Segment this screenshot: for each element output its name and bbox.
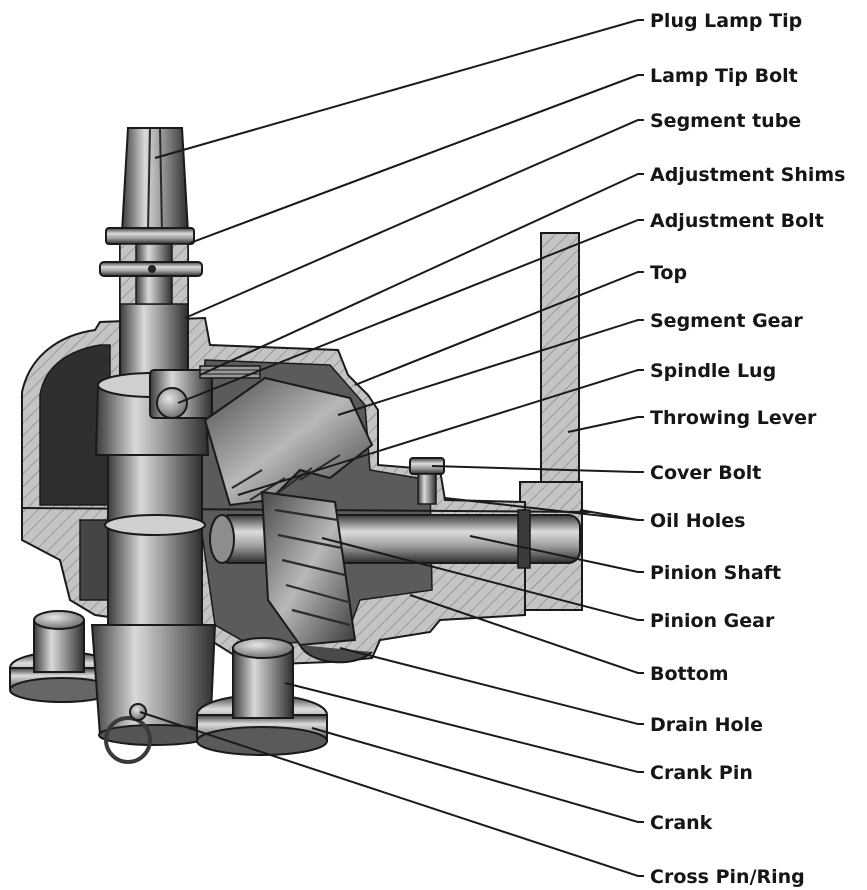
leader-line-crank (311, 727, 644, 823)
leader-lines (139, 19, 644, 877)
label-plug-lamp-tip: Plug Lamp Tip (650, 10, 802, 32)
leader-line-pinion-shaft (469, 535, 644, 573)
leader-line-oil-holes-2 (579, 509, 644, 521)
label-segment-gear: Segment Gear (650, 310, 803, 332)
label-lamp-tip-bolt: Lamp Tip Bolt (650, 65, 798, 87)
leader-line-segment-gear (337, 319, 644, 416)
label-pinion-shaft: Pinion Shaft (650, 562, 781, 584)
leader-line-lamp-tip-bolt (189, 74, 644, 244)
segment-gear-shape (203, 376, 374, 507)
drain-hole-shape (299, 644, 373, 664)
label-segment-tube: Segment tube (650, 110, 801, 132)
label-cover-bolt: Cover Bolt (650, 462, 761, 484)
leader-line-adjustment-shims (199, 173, 644, 376)
label-top: Top (650, 262, 687, 284)
label-crank: Crank (650, 812, 713, 834)
adjustment-bolt-head (156, 387, 188, 419)
label-oil-holes: Oil Holes (650, 510, 745, 532)
leader-line-cover-bolt (431, 465, 644, 473)
label-spindle-lug: Spindle Lug (650, 360, 776, 382)
label-adjustment-shims: Adjustment Shims (650, 164, 845, 186)
leader-line-spindle-lug (237, 369, 644, 496)
leader-line-bottom (409, 594, 644, 674)
label-crank-pin: Crank Pin (650, 762, 753, 784)
lamp-tip-collar (105, 227, 195, 245)
label-pinion-gear: Pinion Gear (650, 610, 775, 632)
leader-line-drain-hole (339, 647, 644, 725)
label-bottom: Bottom (650, 663, 729, 685)
plug-lamp-tip-shape (120, 127, 190, 233)
label-adjustment-bolt: Adjustment Bolt (650, 210, 824, 232)
label-drain-hole: Drain Hole (650, 714, 763, 736)
adjustment-shims-stack (199, 365, 261, 379)
mechanism-illustration (9, 127, 591, 764)
leader-line-throwing-lever (567, 416, 644, 433)
leader-line-top (354, 271, 644, 386)
leader-line-crank-pin (284, 682, 644, 773)
leader-line-plug-lamp-tip (154, 19, 644, 159)
crank-pin-shape (232, 647, 294, 719)
leader-line-adjustment-bolt (177, 219, 644, 404)
leader-line-pinion-gear (321, 537, 644, 621)
label-cross-pin-ring: Cross Pin/Ring (650, 866, 805, 888)
label-throwing-lever: Throwing Lever (650, 407, 817, 429)
leader-line-segment-tube (184, 119, 644, 319)
cross-pin-ring-shape (104, 716, 152, 764)
leader-line-cross-pin-ring (139, 711, 644, 877)
pinion-gear-shape (260, 490, 357, 647)
main-shaft (107, 454, 203, 626)
